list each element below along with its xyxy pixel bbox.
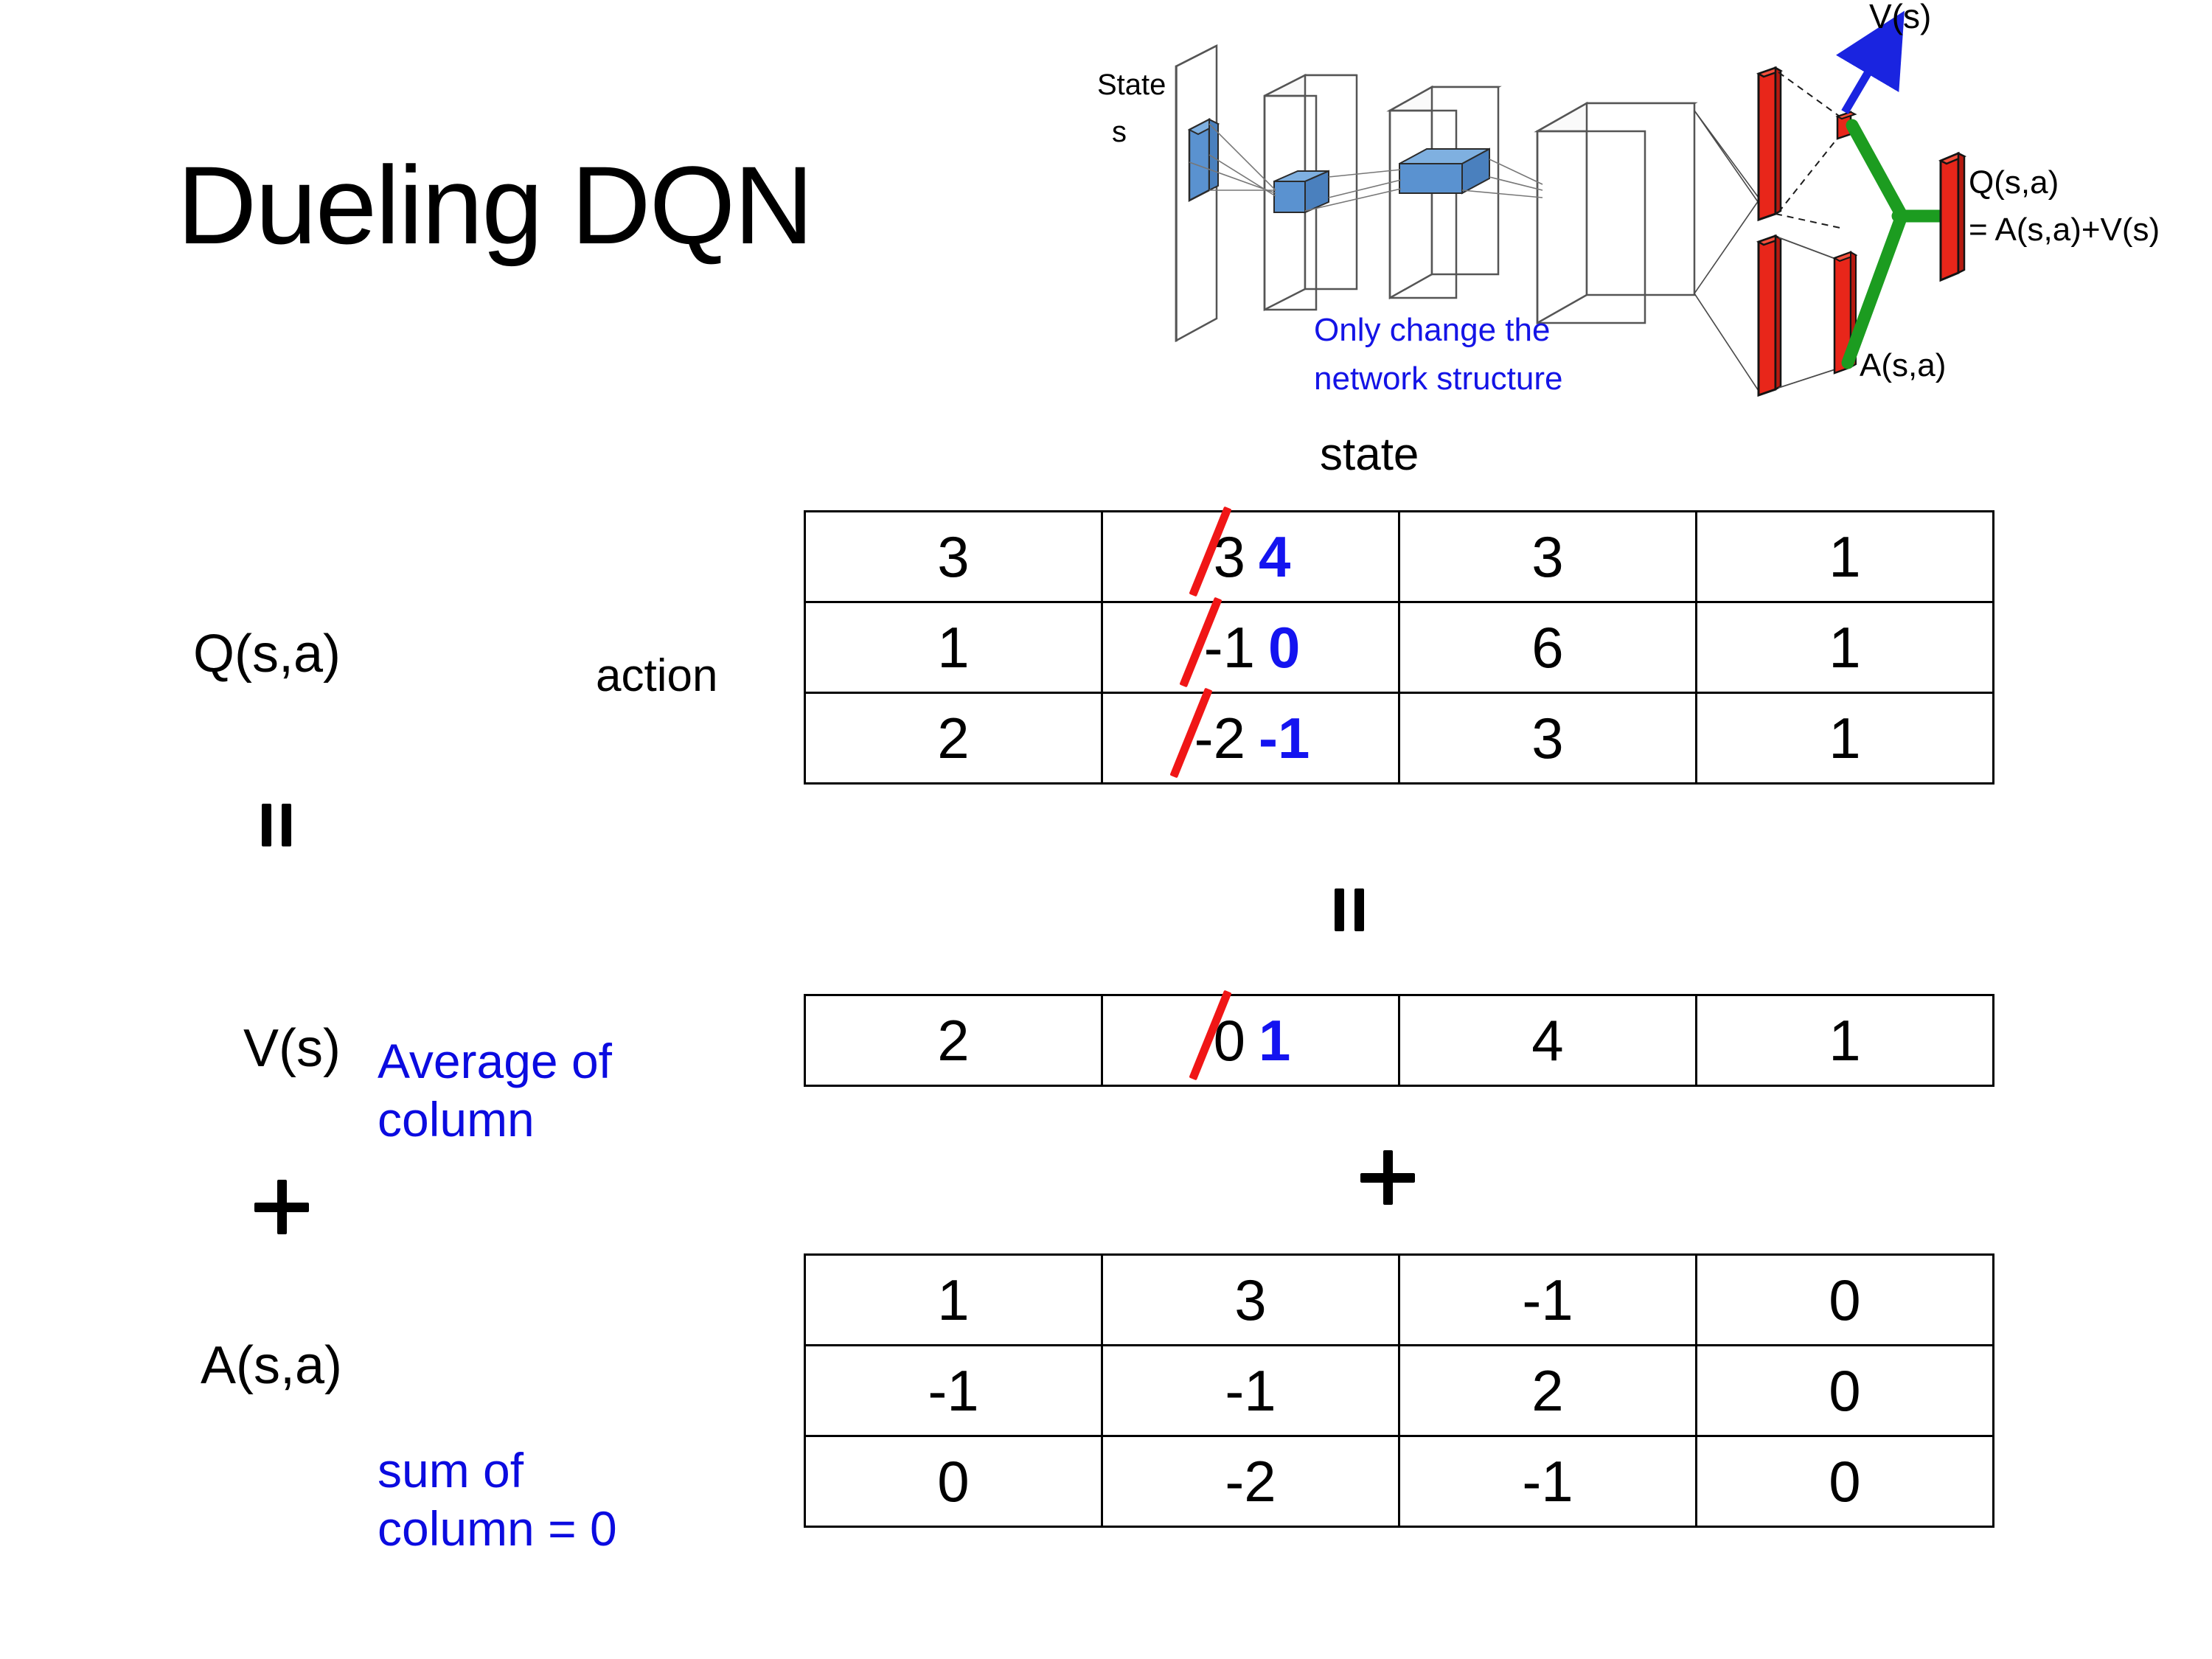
average-note-line2: column bbox=[378, 1092, 535, 1147]
value-node-shape bbox=[1835, 111, 1857, 140]
equals-bar-1 bbox=[1335, 888, 1344, 931]
table-cell: 6 bbox=[1398, 601, 1697, 694]
plus-sign-left bbox=[254, 1180, 309, 1234]
q-output-label-line1: Q(s,a) bbox=[1969, 164, 2059, 201]
advantage-stream-bar bbox=[1756, 234, 1784, 397]
struck-old-value: -1 bbox=[1201, 614, 1258, 681]
table-cell: 1 bbox=[804, 601, 1103, 694]
table-cell: 1 bbox=[1695, 692, 1994, 785]
table-cell: 3 bbox=[1101, 1253, 1400, 1346]
table-cell: 2 bbox=[804, 692, 1103, 785]
table-cell: 2 bbox=[1398, 1344, 1697, 1437]
value-output-label: V(s) bbox=[1869, 0, 1931, 35]
table-cell: -1 bbox=[1101, 1344, 1400, 1437]
new-value: 1 bbox=[1259, 1007, 1291, 1073]
table-cell: 2 bbox=[804, 994, 1103, 1087]
equals-bar-2 bbox=[1354, 888, 1364, 931]
table-cell: 3 bbox=[1398, 692, 1697, 785]
state-label-line1: State bbox=[1097, 69, 1166, 101]
value-stream-bar bbox=[1756, 66, 1784, 222]
table-cell: -2-1 bbox=[1101, 692, 1400, 785]
table-cell: 1 bbox=[1695, 994, 1994, 1087]
sum-of-column-note: sum of column = 0 bbox=[378, 1441, 617, 1558]
new-value: 4 bbox=[1259, 524, 1291, 589]
table-cell: 1 bbox=[1695, 510, 1994, 603]
edited-cell: -2-1 bbox=[1192, 705, 1310, 772]
table-cell: 4 bbox=[1398, 994, 1697, 1087]
equals-sign-middle bbox=[1335, 888, 1364, 931]
sum-note-line2: column = 0 bbox=[378, 1501, 617, 1557]
page-title: Dueling DQN bbox=[177, 143, 814, 267]
value-arrow-blue bbox=[1836, 10, 1905, 114]
merge-connector-green bbox=[1841, 119, 1947, 369]
equals-bar-1 bbox=[262, 804, 271, 846]
q-function-label: Q(s,a) bbox=[193, 625, 341, 684]
equals-sign-left bbox=[262, 804, 291, 846]
state-axis-label: state bbox=[1320, 429, 1419, 480]
table-cell: -1 bbox=[1398, 1435, 1697, 1528]
network-note-line2: network structure bbox=[1314, 361, 1562, 397]
new-value: -1 bbox=[1259, 705, 1310, 771]
conv-layer-2-shape bbox=[1386, 85, 1502, 300]
conv-layer-1-shape bbox=[1263, 73, 1358, 312]
average-note-line1: Average of bbox=[378, 1034, 613, 1088]
struck-old-value: -2 bbox=[1192, 705, 1248, 772]
advantage-node-shape bbox=[1832, 251, 1858, 375]
state-label-line2: s bbox=[1112, 116, 1127, 148]
table-cell: 1 bbox=[804, 1253, 1103, 1346]
advantage-output-label: A(s,a) bbox=[1860, 347, 1946, 383]
action-axis-label: action bbox=[596, 650, 718, 701]
new-value: 0 bbox=[1267, 614, 1301, 680]
q-output-bar bbox=[1938, 151, 1967, 282]
table-cell: -1 bbox=[1398, 1253, 1697, 1346]
average-of-column-note: Average of column bbox=[378, 1032, 612, 1149]
table-cell: 1 bbox=[1695, 601, 1994, 694]
a-function-label: A(s,a) bbox=[201, 1336, 343, 1395]
v-function-label: V(s) bbox=[243, 1019, 341, 1078]
conv-layer-3-shape bbox=[1534, 101, 1698, 325]
input-plane-shape bbox=[1175, 44, 1220, 343]
table-cell: 0 bbox=[804, 1435, 1103, 1528]
table-cell: 0 bbox=[1695, 1435, 1994, 1528]
table-cell: 3 bbox=[804, 510, 1103, 603]
struck-old-value: 0 bbox=[1211, 1007, 1248, 1074]
table-cell: 3 bbox=[1398, 510, 1697, 603]
table-cell: 0 bbox=[1695, 1344, 1994, 1437]
table-cell: 0 bbox=[1695, 1253, 1994, 1346]
equals-bar-2 bbox=[282, 804, 291, 846]
sum-note-line1: sum of bbox=[378, 1443, 524, 1498]
dueling-network-diagram: State s V(s) A(s,a) Q(s,a) = A(s,a)+V(s)… bbox=[1091, 0, 2212, 413]
table-cell: -1 bbox=[804, 1344, 1103, 1437]
plus-sign-middle bbox=[1360, 1150, 1415, 1205]
network-note-line1: Only change the bbox=[1314, 312, 1550, 348]
table-cell: -2 bbox=[1101, 1435, 1400, 1528]
q-output-label-line2: = A(s,a)+V(s) bbox=[1969, 212, 2160, 248]
struck-old-value: 3 bbox=[1211, 524, 1248, 591]
